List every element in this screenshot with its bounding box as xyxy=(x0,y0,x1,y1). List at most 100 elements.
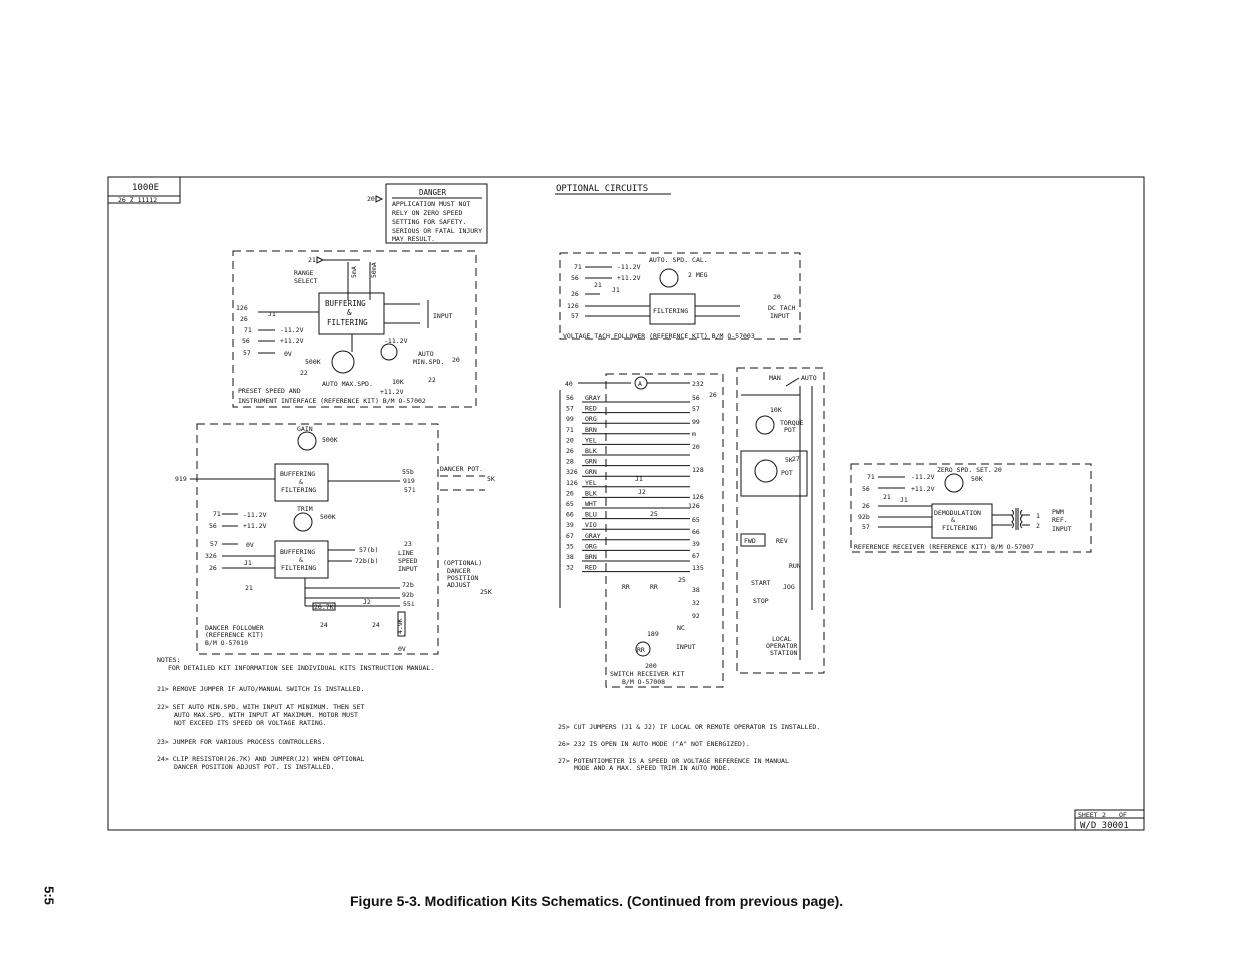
drawing-frame xyxy=(107,176,1145,831)
dancer-gain-pot: 500K xyxy=(322,436,338,444)
danger-heading: DANGER xyxy=(419,188,447,197)
dancer-pin-26: 26 xyxy=(209,564,217,572)
title-cell-sub: 26 Z 11112 xyxy=(118,196,157,204)
dancer-pin-56: 56 xyxy=(209,522,217,530)
dancer-pin-919: 919 xyxy=(175,475,187,483)
preset-marker-22b: 22 xyxy=(428,376,436,384)
title-cell-top-left: 1000E 26 Z 11112 xyxy=(107,176,181,204)
preset-marker-20: 20 xyxy=(452,356,460,364)
dancer-follower-kit: GAIN 500K BUFFERING & FILTERING 919 TRIM… xyxy=(175,423,495,655)
tach-follower-kit: 71 56 26 126 57 -11.2V +11.2V 21 J1 AUTO… xyxy=(559,252,801,340)
sw-right-pin: m xyxy=(692,430,696,438)
sw-wire-color: RED xyxy=(585,405,597,413)
dancer-line-speed-1: LINE xyxy=(398,549,414,557)
note-3c: NOT EXCEED ITS SPEED OR VOLTAGE RATING. xyxy=(174,719,327,727)
rr-neg: -11.2V xyxy=(911,473,935,481)
notes: NOTES: FOR DETAILED KIT INFORMATION SEE … xyxy=(157,656,434,771)
sw-right-pin: 20 xyxy=(692,443,700,451)
sw-left-pin: 65 xyxy=(566,500,574,508)
dancer-optional-1: (OPTIONAL) xyxy=(443,559,482,567)
sw-left-pin: 28 xyxy=(566,458,574,466)
danger-line-5: MAY RESULT. xyxy=(392,235,435,243)
dancer-jumper: J2 xyxy=(363,598,371,606)
dancer-21: 21 xyxy=(245,584,253,592)
sw-right-pin: 135 xyxy=(692,564,704,572)
rr-block-2: & xyxy=(951,516,955,524)
rr-pin-57: 57 xyxy=(862,523,870,531)
preset-marker-22: 22 xyxy=(300,369,308,377)
preset-pin-126: 126 xyxy=(236,304,248,312)
rr-pin-71: 71 xyxy=(867,473,875,481)
rr-out-1: 1 xyxy=(1036,512,1040,520)
rr-pos: +11.2V xyxy=(911,485,935,493)
note2-27a: 27> POTENTIOMETER IS A SPEED OR VOLTAGE … xyxy=(558,757,789,765)
op-stop: STOP xyxy=(753,597,769,605)
sw-marker-25a: 25 xyxy=(650,510,658,518)
dancer-caption-3: B/M O-57010 xyxy=(205,639,248,647)
rr-pin-26: 26 xyxy=(862,502,870,510)
dancer-block1-b: & xyxy=(299,478,303,486)
preset-input: INPUT xyxy=(433,312,453,320)
sw-left-pin: 57 xyxy=(566,405,574,413)
dancer-pin-57: 57 xyxy=(210,540,218,548)
dancer-marker-24b: 24 xyxy=(372,621,380,629)
dancer-0v: 0V xyxy=(246,541,254,549)
sw-right-pin: 128 xyxy=(692,466,704,474)
rr-block-3: FILTERING xyxy=(942,524,977,532)
sw-input: INPUT xyxy=(676,643,696,651)
sw-j2: J2 xyxy=(638,488,646,496)
rr-j1: J1 xyxy=(900,496,908,504)
tach-pot-2meg: 2 MEG xyxy=(688,271,708,279)
note-5b: DANCER POSITION ADJUST POT. IS INSTALLED… xyxy=(174,763,334,771)
tach-pos: +11.2V xyxy=(617,274,641,282)
sw-marker-26: 26 xyxy=(709,391,717,399)
sw-marker-25b: 25 xyxy=(678,576,686,584)
sw-189: 189 xyxy=(647,630,659,638)
sw-right-pin: 38 xyxy=(692,586,700,594)
dancer-marker-24a: 24 xyxy=(320,621,328,629)
danger-marker: 20 xyxy=(367,195,375,203)
sw-wire-color: BLK xyxy=(585,447,597,455)
dancer-trim-pot: 500K xyxy=(320,513,336,521)
title-block-bottom-right: SHEET 2 OF W/D 30001 xyxy=(1074,809,1145,831)
preset-pot-minspd: MIN.SPD. xyxy=(413,358,444,366)
figure-caption: Figure 5-3. Modification Kits Schematics… xyxy=(350,893,844,909)
tach-out-dc: DC TACH xyxy=(768,304,795,312)
sw-lpin-40: 40 xyxy=(565,380,573,388)
op-torque-label: TORQUE xyxy=(780,419,804,427)
preset-pot-automax: AUTO MAX.SPD. xyxy=(322,380,373,388)
preset-block-1: BUFFERING xyxy=(325,299,366,308)
sw-caption-2: B/M O-57008 xyxy=(622,678,665,686)
dancer-rpin-7: 92b xyxy=(402,591,414,599)
range-select-2: SELECT xyxy=(294,277,318,285)
sw-wire-color: BRN xyxy=(585,553,597,561)
preset-caption-1: PRESET SPEED AND xyxy=(238,387,301,395)
sw-wire-color: VIO xyxy=(585,521,597,529)
dancer-caption-2: (REFERENCE KIT) xyxy=(205,631,264,639)
tach-21: 21 xyxy=(594,281,602,289)
rr-out-2: 2 xyxy=(1036,522,1040,530)
tach-out-input: INPUT xyxy=(770,312,790,320)
danger-line-1: APPLICATION MUST NOT xyxy=(392,200,470,208)
sw-wire-color: YEL xyxy=(585,479,597,487)
dancer-pin-71: 71 xyxy=(213,510,221,518)
sw-left-pin: 67 xyxy=(566,532,574,540)
sw-wire-color: BLU xyxy=(585,511,597,519)
dancer-opt-25k: 25K xyxy=(480,588,492,596)
rr-out-ref: REF. xyxy=(1052,516,1068,524)
op-caption-3: STATION xyxy=(770,649,797,657)
op-jog: JOG xyxy=(783,583,795,591)
sw-left-pin: 26 xyxy=(566,489,574,497)
preset-0v: 0V xyxy=(284,350,292,358)
sw-left-pin: 56 xyxy=(566,394,574,402)
sw-right-pin: 126 xyxy=(692,493,704,501)
preset-pot-10k: 10K xyxy=(392,378,404,386)
sw-right-pin: 32 xyxy=(692,599,700,607)
sw-left-pin: 38 xyxy=(566,553,574,561)
preset-speed-kit: 21 RANGE SELECT 5mA 50mA BUFFERING & FIL… xyxy=(232,250,477,408)
sw-rpin-126b: 126 xyxy=(688,502,700,510)
reference-receiver-kit: 71 56 21 26 92b 57 -11.2V +11.2V J1 ZERO… xyxy=(850,463,1092,553)
dancer-optional-4: ADJUST xyxy=(447,581,471,589)
note-5a: 24> CLIP RESISTOR(26.7K) AND JUMPER(J2) … xyxy=(157,755,364,763)
dancer-block2-a: BUFFERING xyxy=(280,548,315,556)
